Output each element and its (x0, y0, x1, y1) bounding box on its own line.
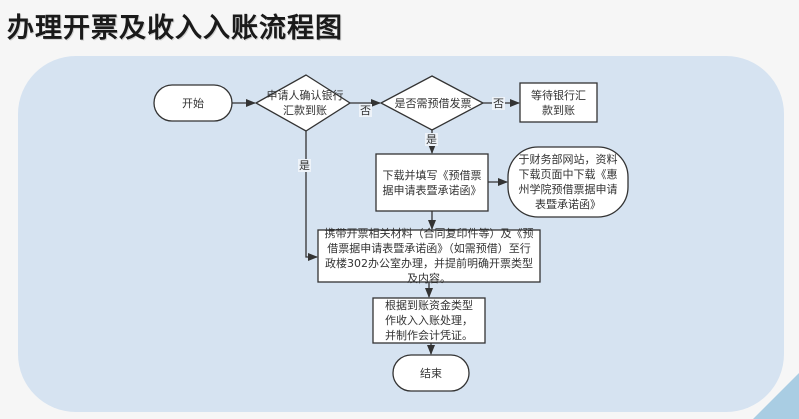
node-wait-remittance-shape (519, 82, 598, 123)
node-need-advance-invoice: 是否需预借发票 (394, 97, 472, 110)
node-end-shape (392, 354, 470, 392)
corner-decoration (753, 373, 799, 419)
node-wait-remittance: 等待银行汇款到账 (531, 88, 586, 117)
node-confirm-remittance: 申请人确认银行汇款到账 (266, 89, 344, 117)
page-title: 办理开票及收入入账流程图 (7, 13, 343, 44)
edge-label-confirm-no: 否 (359, 104, 372, 117)
node-account-processing: 根据到账资金类型作收入入账处理，并制作会计凭证。 (385, 299, 473, 342)
edge-label-advance-no: 否 (492, 97, 505, 110)
node-bring-materials: 携带开票相关材料（合同复印件等）及《预借票据申请表暨承诺函》（如需预借）至行政楼… (324, 227, 534, 285)
edge-confirm-yes (305, 131, 318, 261)
node-end: 结束 (420, 366, 442, 380)
edge-label-confirm-yes: 是 (298, 159, 311, 172)
node-account-processing-shape (372, 297, 486, 344)
node-download-location: 于财务部网站，资料下载页面中下载《惠州学院预借票据申请表暨承诺函》 (518, 153, 618, 211)
node-download-fill: 下载并填写《预借票据申请表暨承诺函》 (382, 168, 482, 197)
node-bring-materials-shape (317, 229, 541, 283)
node-start: 开始 (182, 96, 204, 110)
node-download-location-shape (507, 146, 629, 218)
edge-label-advance-yes: 是 (425, 133, 438, 146)
